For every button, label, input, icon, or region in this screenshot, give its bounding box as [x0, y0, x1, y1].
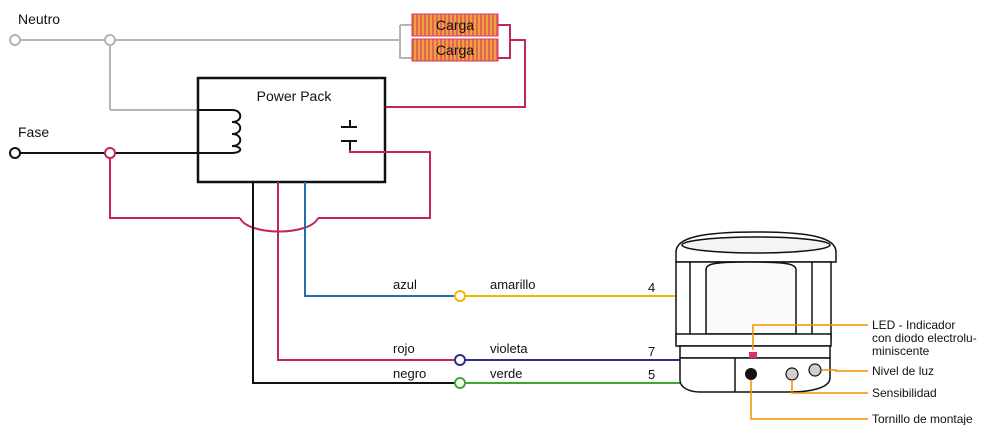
relay-contact-icon	[341, 120, 357, 150]
violet-connector	[454, 354, 466, 366]
pin-label-5: 5	[648, 367, 655, 382]
wire-label-violeta: violeta	[490, 341, 528, 356]
phase-junction	[104, 147, 116, 159]
pin-label-4: 4	[648, 280, 655, 295]
led-callout-line3: miniscente	[872, 344, 930, 358]
led-callout-line2: con diodo electrolu-	[872, 331, 977, 345]
neutral-label: Neutro	[18, 11, 60, 27]
callout-lines	[750, 324, 868, 420]
led-callout-line1: LED - Indicador	[872, 318, 955, 332]
coil-icon	[198, 109, 242, 154]
blue-wire	[304, 182, 455, 297]
power-pack: Power Pack	[196, 76, 387, 184]
phase-terminal	[9, 147, 21, 159]
pin-label-7: 7	[648, 344, 655, 359]
neutral-terminal	[9, 34, 21, 46]
load-2-label: Carga	[436, 42, 474, 58]
phase-label: Fase	[18, 124, 49, 140]
red-wire	[277, 182, 455, 361]
wire-label-azul: azul	[393, 277, 417, 292]
sensitivity-callout: Sensibilidad	[872, 386, 937, 400]
light-level-callout: Nivel de luz	[872, 364, 934, 378]
green-connector	[454, 377, 466, 389]
wire-label-rojo: rojo	[393, 341, 415, 356]
mount-screw-callout: Tornillo de montaje	[872, 412, 973, 425]
neutral-wire	[15, 24, 412, 111]
load-2: Carga	[411, 38, 499, 62]
black-wire	[252, 182, 455, 384]
wire-label-negro: negro	[393, 366, 426, 381]
wire-label-amarillo: amarillo	[490, 277, 536, 292]
wire-label-verde: verde	[490, 366, 523, 381]
led-indicator-icon	[749, 352, 757, 358]
load-1: Carga	[411, 13, 499, 37]
light-level-knob-icon[interactable]	[808, 363, 822, 377]
mounting-screw-icon	[745, 368, 757, 380]
load-1-label: Carga	[436, 17, 474, 33]
sensitivity-knob-icon[interactable]	[785, 367, 799, 381]
yellow-connector	[454, 290, 466, 302]
power-pack-title: Power Pack	[257, 88, 333, 104]
neutral-junction	[104, 34, 116, 46]
